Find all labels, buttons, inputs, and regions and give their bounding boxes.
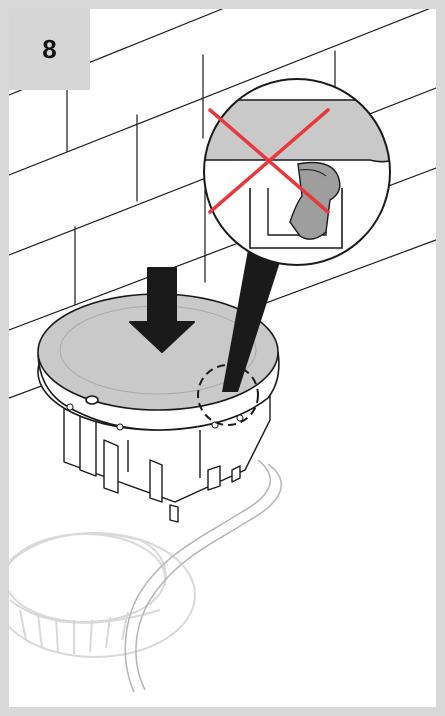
step-number: 8 [42, 34, 57, 64]
red-x-icon [208, 108, 330, 214]
down-arrow-icon [129, 267, 195, 353]
cable [124, 459, 283, 693]
callout-pointer [222, 250, 280, 392]
step-badge: 8 [9, 9, 90, 90]
screws [66, 403, 244, 431]
device-plate [37, 293, 280, 431]
zoom-detail [203, 78, 391, 266]
dashed-circle-icon [197, 364, 259, 426]
ghost-mounting-hole [9, 532, 196, 658]
